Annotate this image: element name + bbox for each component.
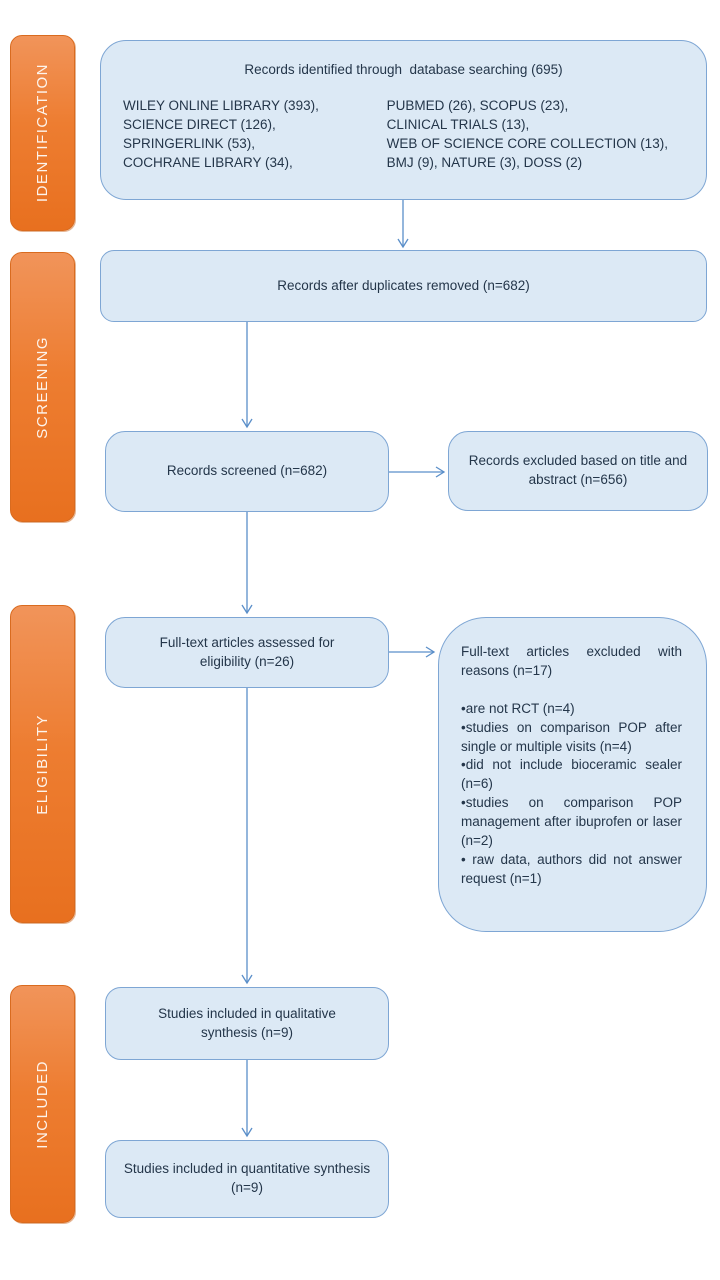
records-excluded-text: Records excluded based on title and abst… (468, 453, 688, 487)
records-identified-sources: WILEY ONLINE LIBRARY (393), SCIENCE DIRE… (123, 97, 684, 173)
stage-screening: SCREENING (10, 252, 75, 522)
stage-included-label: INCLUDED (34, 1059, 51, 1149)
sources-right-column: PUBMED (26), SCOPUS (23), CLINICAL TRIAL… (386, 97, 668, 170)
box-records-excluded: Records excluded based on title and abst… (448, 431, 708, 511)
fulltext-excluded-title: Full-text articles excluded with reasons… (461, 644, 682, 678)
stage-included: INCLUDED (10, 985, 75, 1223)
box-quantitative-synthesis: Studies included in quantitative synthes… (105, 1140, 389, 1218)
records-screened-text: Records screened (n=682) (166, 463, 328, 479)
stage-eligibility: ELIGIBILITY (10, 605, 75, 923)
box-duplicates-removed: Records after duplicates removed (n=682) (100, 250, 707, 322)
box-qualitative-synthesis: Studies included in qualitative synthesi… (105, 987, 389, 1060)
duplicates-removed-text: Records after duplicates removed (n=682) (277, 277, 530, 293)
quantitative-synthesis-text: Studies included in quantitative synthes… (123, 1161, 371, 1195)
stage-identification-label: IDENTIFICATION (34, 63, 51, 203)
records-identified-title: Records identified through database sear… (244, 62, 563, 77)
qualitative-synthesis-text: Studies included in qualitative synthesi… (158, 1005, 336, 1040)
box-records-identified: Records identified through database sear… (100, 40, 707, 200)
stage-identification: IDENTIFICATION (10, 35, 75, 231)
stage-eligibility-label: ELIGIBILITY (34, 713, 51, 815)
stage-screening-label: SCREENING (34, 335, 51, 439)
box-fulltext-excluded: Full-text articles excluded with reasons… (438, 617, 707, 932)
sources-left-column: WILEY ONLINE LIBRARY (393), SCIENCE DIRE… (123, 97, 319, 170)
fulltext-assessed-text: Full-text articles assessed for eligibil… (159, 634, 335, 669)
box-fulltext-assessed: Full-text articles assessed for eligibil… (105, 617, 389, 688)
fulltext-excluded-reasons: •are not RCT (n=4) •studies on compariso… (461, 700, 682, 886)
box-records-screened: Records screened (n=682) (105, 431, 389, 512)
